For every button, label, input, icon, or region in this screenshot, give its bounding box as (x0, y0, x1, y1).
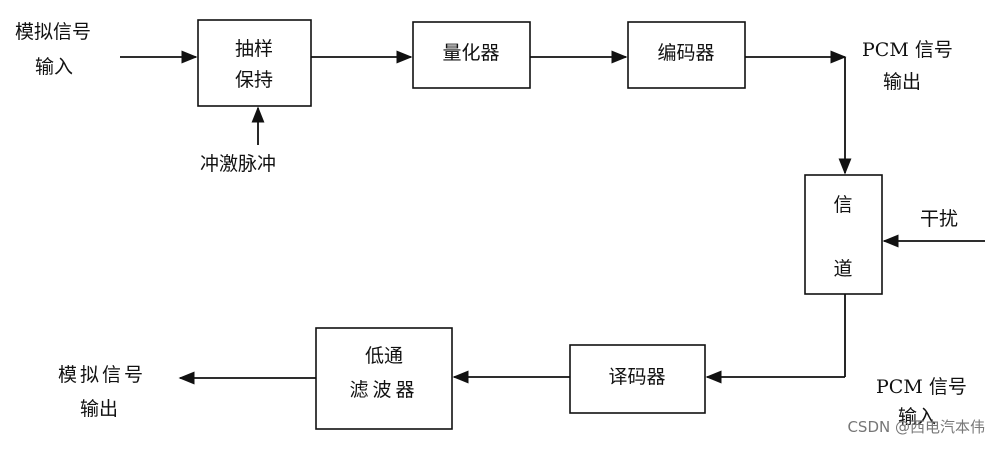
analog-input-label-1: 模拟信号 (15, 21, 91, 43)
channel-block (804, 174, 883, 295)
lpf-label-1: 低通 (365, 345, 403, 367)
interference-label: 干扰 (920, 208, 958, 230)
pcm-output-label-2: 输出 (883, 71, 921, 93)
channel-label-2: 道 (833, 258, 852, 280)
pcm-input-label-1: PCM 信号 (876, 376, 967, 398)
analog-output-label-2: 输出 (80, 398, 118, 420)
sample-hold-block (197, 19, 312, 107)
decoder-block (569, 344, 706, 414)
quantizer-label: 量化器 (442, 42, 499, 64)
encoder-block (627, 21, 746, 89)
watermark: CSDN @西电汽本伟 (847, 418, 985, 436)
lpf-block (315, 327, 453, 430)
encoder-label: 编码器 (657, 42, 714, 64)
analog-output-label-1: 模拟信号 (58, 364, 146, 386)
sample-hold-label-2: 保持 (235, 69, 273, 91)
channel-label-1: 信 (833, 194, 852, 216)
decoder-label: 译码器 (608, 366, 665, 388)
pcm-output-label-1: PCM 信号 (862, 39, 953, 61)
sample-hold-label-1: 抽样 (235, 38, 273, 60)
lpf-label-2: 滤波器 (349, 379, 418, 401)
quantizer-block (412, 21, 531, 89)
analog-input-label-2: 输入 (35, 56, 73, 78)
pcm-input-label-2: 输入 (898, 406, 936, 428)
impulse-label: 冲激脉冲 (200, 153, 276, 175)
